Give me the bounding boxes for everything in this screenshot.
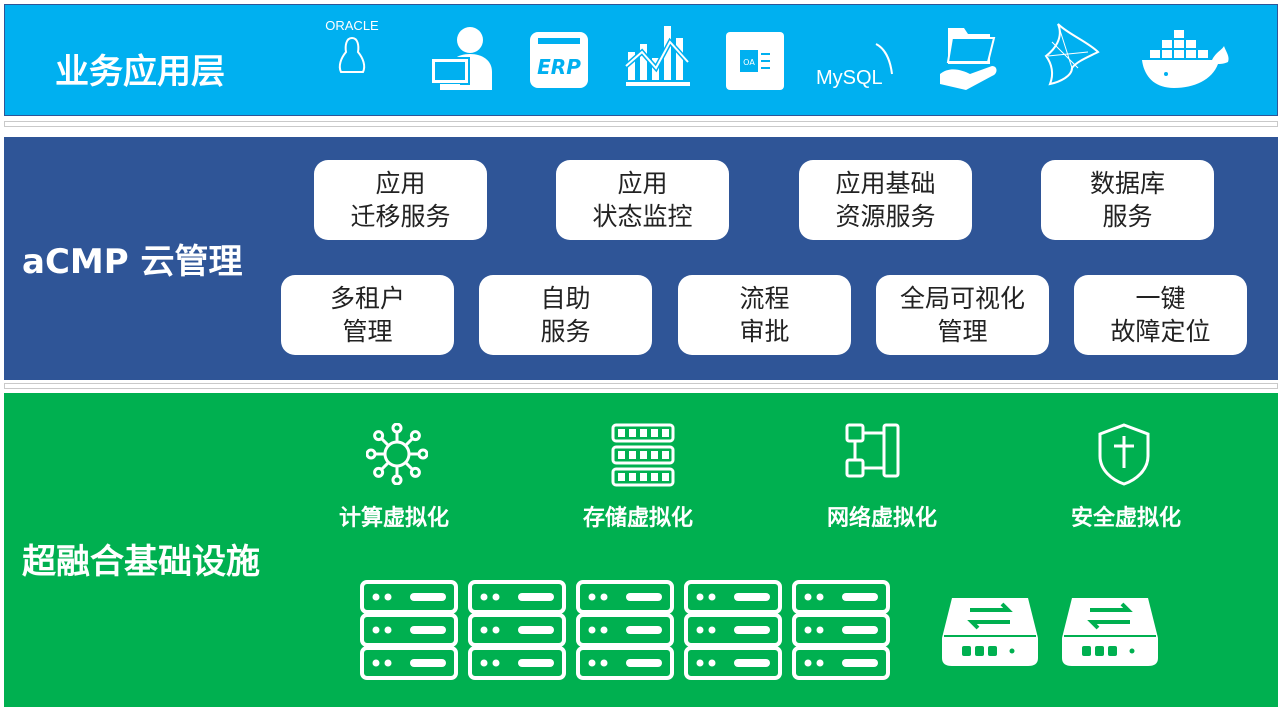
service-label: 应用基础 xyxy=(835,169,936,198)
docker-icon xyxy=(1142,30,1229,88)
oracle-linux-icon: ORACLE xyxy=(325,18,379,73)
service-label: 全局可视化 xyxy=(899,284,1025,313)
service-box: 全局可视化管理 xyxy=(876,275,1049,355)
service-box: 应用基础资源服务 xyxy=(799,160,972,240)
service-label: 迁移服务 xyxy=(350,202,451,231)
svg-text:ERP: ERP xyxy=(537,55,581,79)
service-box: 流程审批 xyxy=(678,275,851,355)
service-label: 自助 xyxy=(540,284,591,313)
cmp-layer-title: aCMP 云管理 xyxy=(22,242,243,282)
shield-icon xyxy=(1098,423,1150,486)
service-box: 应用迁移服务 xyxy=(314,160,487,240)
service-label: 应用 xyxy=(375,169,426,198)
file-share-icon xyxy=(940,28,997,90)
infra-layer-title: 超融合基础设施 xyxy=(22,542,260,582)
sql-server-icon xyxy=(1044,23,1100,86)
service-label: 流程 xyxy=(739,284,790,313)
service-label: 管理 xyxy=(937,317,988,346)
mysql-icon: MySQL xyxy=(816,43,893,89)
svg-text:ORACLE: ORACLE xyxy=(325,18,379,33)
svg-text:OA: OA xyxy=(743,58,755,67)
erp-icon: ERP xyxy=(530,32,588,88)
svg-text:MySQL: MySQL xyxy=(816,67,883,89)
service-label: 数据库 xyxy=(1089,169,1165,198)
storage-icon xyxy=(611,423,675,487)
network-virtualization-label: 网络虚拟化 xyxy=(826,506,937,531)
user-monitor-icon xyxy=(430,27,492,90)
server-rack-icon xyxy=(468,580,566,680)
compute-icon xyxy=(366,423,428,485)
storage-drive-icon xyxy=(942,598,1038,666)
server-rack-icon xyxy=(576,580,674,680)
service-label: 管理 xyxy=(342,317,393,346)
service-label: 服务 xyxy=(540,317,591,346)
service-label: 审批 xyxy=(739,317,790,346)
storage-drive-icon xyxy=(1062,598,1158,666)
oa-icon: OA xyxy=(726,32,784,90)
service-label: 故障定位 xyxy=(1110,317,1211,346)
app-layer-title: 业务应用层 xyxy=(55,52,225,92)
service-label: 资源服务 xyxy=(835,202,936,231)
service-box: 多租户管理 xyxy=(281,275,454,355)
compute-virtualization-label: 计算虚拟化 xyxy=(338,506,449,531)
server-rack-icon xyxy=(360,580,458,680)
storage-virtualization-label: 存储虚拟化 xyxy=(582,506,693,531)
service-box: 一键故障定位 xyxy=(1074,275,1247,355)
service-label: 一键 xyxy=(1135,284,1186,313)
service-box: 数据库服务 xyxy=(1041,160,1214,240)
service-box: 自助服务 xyxy=(479,275,652,355)
service-label: 服务 xyxy=(1102,202,1153,231)
bar-chart-icon xyxy=(624,26,690,86)
network-icon xyxy=(845,423,900,478)
security-virtualization-label: 安全虚拟化 xyxy=(1070,506,1181,531)
service-label: 应用 xyxy=(617,169,668,198)
service-box: 应用状态监控 xyxy=(556,160,729,240)
service-label: 多租户 xyxy=(329,284,405,313)
server-rack-icon xyxy=(684,580,782,680)
service-label: 状态监控 xyxy=(592,202,693,231)
divider xyxy=(4,383,1278,389)
divider xyxy=(4,121,1278,127)
server-rack-icon xyxy=(792,580,890,680)
